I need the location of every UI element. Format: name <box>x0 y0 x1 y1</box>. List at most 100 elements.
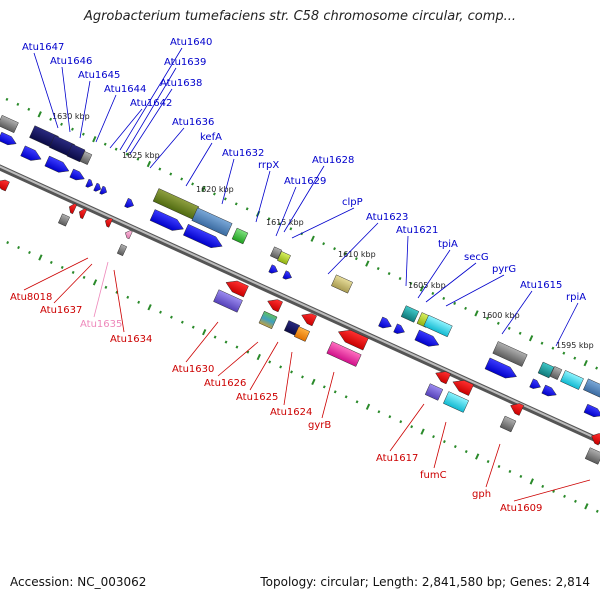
scale-tick-mark <box>311 378 316 386</box>
scale-tick-mark <box>584 503 589 510</box>
gene-label: clpP <box>342 197 363 208</box>
label-leader-line <box>149 127 185 169</box>
forward-gene-arrow <box>124 197 134 208</box>
label-leader-line <box>129 88 173 155</box>
forward-gene-box <box>537 361 555 379</box>
gene-label: Atu1638 <box>160 78 202 89</box>
scale-label: 1625 kbp <box>122 151 160 160</box>
reverse-gene-feature <box>258 310 278 330</box>
scale-tick-mark <box>159 310 162 314</box>
scale-tick-mark <box>333 247 336 251</box>
gene-label: Atu1609 <box>500 503 542 514</box>
label-leader-line <box>389 403 425 452</box>
label-leader-line <box>485 443 501 488</box>
scale-tick-mark <box>507 326 511 330</box>
reverse-gene-feature <box>510 403 525 416</box>
scale-tick-mark <box>201 185 206 193</box>
scale-tick-mark <box>71 270 75 274</box>
scale-tick-mark <box>540 341 544 345</box>
scale-tick-mark <box>595 509 599 513</box>
accession-label: Accession: NC_003062 <box>10 575 147 589</box>
scale-tick-mark <box>103 142 107 146</box>
forward-gene-arrow <box>282 270 292 280</box>
gene-label: Atu1630 <box>172 364 214 375</box>
forward-gene-arrow <box>149 209 184 231</box>
scale-tick-mark <box>377 410 381 414</box>
forward-gene-arrow <box>85 178 93 188</box>
scale-tick-mark <box>71 127 74 131</box>
gene-label: Atu1615 <box>520 280 562 291</box>
gene-label: gph <box>472 489 491 500</box>
reverse-gene-feature <box>69 203 78 215</box>
gene-label: pyrG <box>492 264 516 275</box>
scale-tick-mark <box>399 420 403 424</box>
reverse-gene-feature <box>443 391 469 413</box>
gene-label: Atu1635 <box>80 319 122 330</box>
gene-label: Atu1647 <box>22 42 64 53</box>
scale-tick-mark <box>453 301 457 305</box>
scale-tick-mark <box>496 321 500 325</box>
gene-labels: Atu1647Atu1646Atu1645Atu1644Atu1642Atu16… <box>10 37 591 514</box>
scale-tick-mark <box>442 296 446 300</box>
scale-tick-mark <box>432 435 435 439</box>
scale-tick-mark <box>27 107 31 111</box>
scale-tick-mark <box>268 360 272 364</box>
scale-tick-mark <box>344 395 348 399</box>
scale-tick-mark <box>126 295 130 299</box>
label-leader-line <box>501 290 533 335</box>
scale-tick-mark <box>213 335 217 339</box>
scale-tick-mark <box>562 351 566 355</box>
forward-gene-box <box>0 114 19 134</box>
gene-label: Atu1637 <box>40 305 82 316</box>
forward-gene-arrow <box>529 378 541 389</box>
scale-tick-mark <box>388 415 392 419</box>
scale-label: 1615 kbp <box>266 218 304 227</box>
scale-tick-mark <box>387 271 391 276</box>
scale-tick-mark <box>464 450 468 454</box>
forward-gene-box <box>191 207 233 237</box>
scale-tick-mark <box>191 182 195 186</box>
forward-gene-box <box>400 305 420 323</box>
forward-gene-arrow <box>44 155 70 173</box>
scale-tick-mark <box>180 177 184 181</box>
scale-tick-mark <box>419 285 425 292</box>
label-leader-line <box>283 351 293 406</box>
label-leader-line <box>513 479 591 502</box>
scale-tick-mark <box>147 304 152 311</box>
forward-gene-box <box>79 151 93 165</box>
scale-label: 1620 kbp <box>196 185 234 194</box>
forward-gene-arrow <box>0 131 17 146</box>
scale-tick-mark <box>60 265 64 269</box>
scale-label: 1610 kbp <box>338 250 376 259</box>
reverse-gene-feature <box>338 329 369 351</box>
scale-tick-mark <box>213 192 216 196</box>
scale-tick-mark <box>267 217 271 221</box>
gene-label: Atu1644 <box>104 84 146 95</box>
reverse-gene-feature <box>58 213 70 227</box>
scale-tick-mark <box>279 365 283 369</box>
label-leader-line <box>417 249 451 299</box>
chromosome-backbone-highlight <box>0 165 600 442</box>
scale-tick-mark <box>289 227 293 231</box>
label-leader-line <box>327 222 379 275</box>
scale-label: 1630 kbp <box>52 112 90 121</box>
reverse-gene-feature <box>116 243 128 257</box>
scale-tick-mark <box>137 300 141 304</box>
gene-label: Atu1621 <box>396 225 438 236</box>
scale-tick-mark <box>529 478 534 485</box>
scale-label: 1605 kbp <box>408 281 446 290</box>
gene-label: Atu1629 <box>284 176 326 187</box>
label-leader-line <box>23 257 89 291</box>
scale-tick-mark <box>322 242 326 246</box>
forward-gene-box <box>231 227 249 245</box>
forward-gene-arrow <box>378 316 392 329</box>
gene-label: Atu1626 <box>204 378 246 389</box>
reverse-gene-feature <box>79 208 88 220</box>
forward-gene-arrow <box>414 329 440 347</box>
scale-tick-mark <box>486 459 490 464</box>
scale-tick-mark <box>114 147 118 151</box>
gene-label: Atu1646 <box>50 56 92 67</box>
label-leader-line <box>255 170 271 223</box>
gene-label: Atu1636 <box>172 117 214 128</box>
reverse-gene-feature <box>0 179 10 192</box>
